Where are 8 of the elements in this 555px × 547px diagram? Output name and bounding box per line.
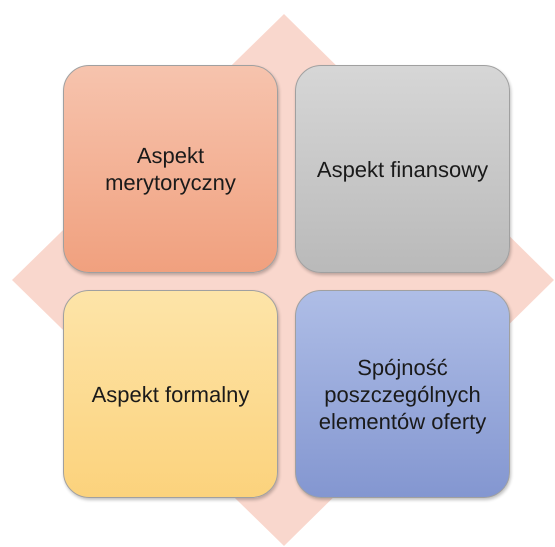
box-label: Aspekt merytoryczny [104, 142, 237, 196]
box-label: Aspekt formalny [92, 380, 250, 408]
rounded-box [295, 290, 510, 498]
rounded-box [63, 290, 278, 498]
box-label: Aspekt finansowy [316, 156, 488, 182]
rounded-box [295, 65, 510, 273]
rounded-box [63, 65, 278, 273]
box-label: Spójność poszczególnych elementów oferty [318, 354, 488, 434]
